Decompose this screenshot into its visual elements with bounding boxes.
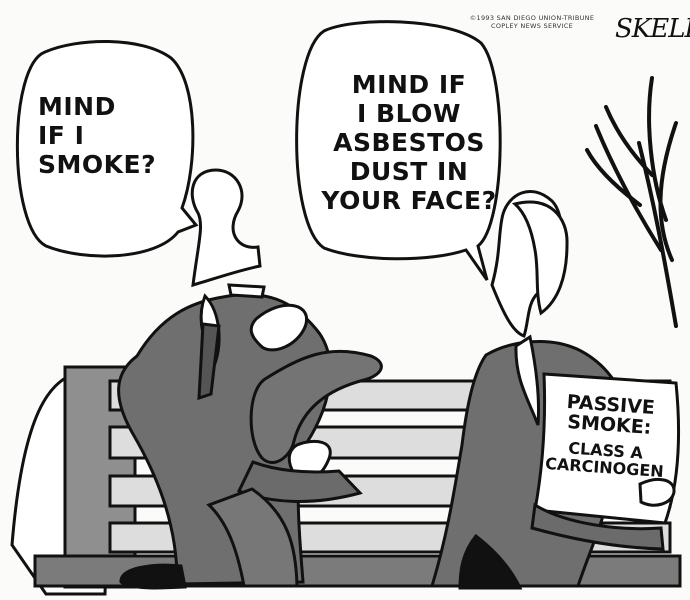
man [117, 168, 383, 590]
plant [585, 76, 678, 328]
speech-left-text: MIND IF I SMOKE? [38, 92, 157, 179]
copyright-text: ©1993 SAN DIEGO UNION-TRIBUNE COPLEY NEW… [469, 14, 595, 31]
artist-signature: SKELLY [615, 14, 690, 44]
newspaper-headline: PASSIVE SMOKE: [566, 390, 656, 439]
woman [429, 189, 680, 590]
speech-bubble-left [15, 40, 199, 258]
speech-bubble-right [295, 20, 502, 281]
speech-right-text: MIND IF I BLOW ASBESTOS DUST IN YOUR FAC… [321, 70, 497, 215]
